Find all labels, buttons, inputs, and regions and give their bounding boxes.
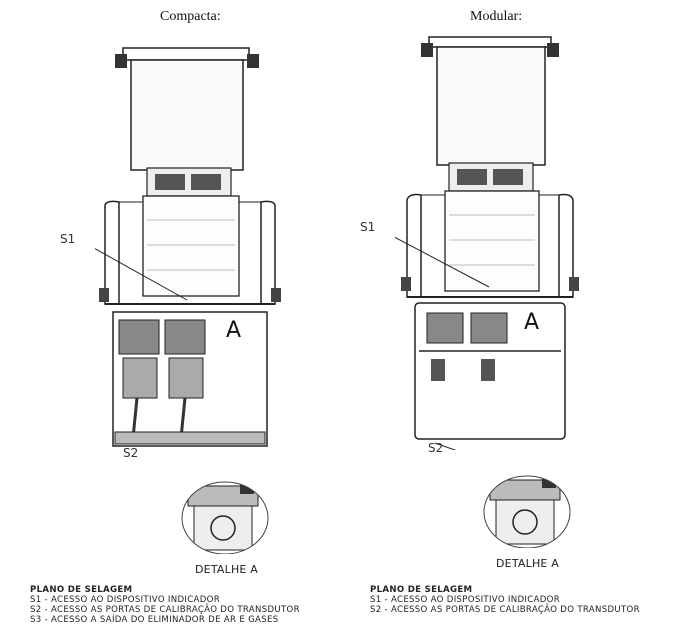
modular-detail-a-drawing [482, 472, 572, 548]
compacta-legend-heading: PLANO DE SELAGEM [30, 585, 133, 595]
compacta-s1-label: S1 [60, 232, 76, 246]
modular-legend-item-s2: S2 - ACESSO AS PORTAS DE CALIBRAÇÃO DO T… [370, 605, 640, 615]
compacta-legend-item-s3: S3 - ACESSO A SAÍDA DO ELIMINADOR DE AR … [30, 615, 279, 625]
compacta-legend-item-s1: S1 - ACESSO AO DISPOSITIVO INDICADOR [30, 595, 220, 605]
modular-detail-a-marker: A [524, 310, 540, 335]
compacta-title: Compacta: [160, 9, 221, 24]
compacta-sealing-legend: PLANO DE SELAGEM S1 - ACESSO AO DISPOSIT… [30, 585, 300, 625]
modular-s1-label: S1 [360, 220, 376, 234]
compacta-detail-a-drawing [180, 478, 270, 554]
modular-legend-item-s1: S1 - ACESSO AO DISPOSITIVO INDICADOR [370, 595, 560, 605]
modular-sealing-legend: PLANO DE SELAGEM S1 - ACESSO AO DISPOSIT… [370, 585, 640, 615]
modular-legend-heading: PLANO DE SELAGEM [370, 585, 473, 595]
compacta-detail-a-marker: A [226, 318, 242, 343]
modular-detail-caption: DETALHE A [496, 557, 559, 570]
modular-title: Modular: [470, 9, 523, 24]
modular-s2-label: S2 [428, 441, 444, 455]
compacta-dispenser-drawing [95, 40, 285, 450]
compacta-legend-item-s2: S2 - ACESSO AS PORTAS DE CALIBRAÇÃO DO T… [30, 605, 300, 615]
modular-dispenser-drawing [395, 25, 585, 450]
compacta-detail-caption: DETALHE A [195, 563, 258, 576]
compacta-s2-label: S2 [123, 446, 139, 460]
